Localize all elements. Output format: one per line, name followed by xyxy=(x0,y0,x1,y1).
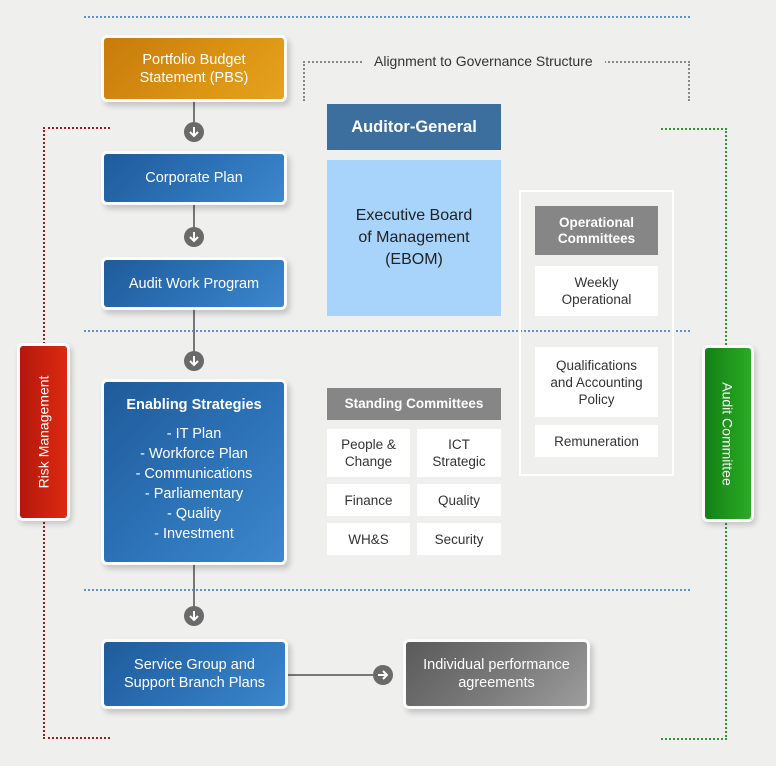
enabling-item: - Parliamentary xyxy=(144,486,244,502)
connector-1 xyxy=(193,100,195,122)
arrow-down-icon xyxy=(184,351,204,371)
audit-committee-tab: Audit Committee xyxy=(705,348,751,519)
audit-work-program-label: Audit Work Program xyxy=(128,275,260,292)
auditor-general-box: Auditor-General xyxy=(327,104,501,150)
committee-label: Security xyxy=(434,531,484,547)
committee-cell: ICT Strategic xyxy=(417,429,501,477)
audit-committee-label: Audit Committee xyxy=(720,381,737,486)
arrow-down-icon xyxy=(184,122,204,142)
operational-committees-panel xyxy=(519,190,674,476)
enabling-item: - Workforce Plan xyxy=(140,446,248,462)
operational-committee-label: Weekly Operational xyxy=(561,275,632,307)
connector-2 xyxy=(193,203,195,229)
operational-committee-item: Qualifications and Accounting Policy xyxy=(535,347,658,417)
individual-performance-box: Individual performance agreements xyxy=(406,642,587,706)
enabling-item: - Quality xyxy=(167,506,221,522)
enabling-strategies-box: Enabling Strategies - IT Plan - Workforc… xyxy=(104,382,284,562)
enabling-item: - IT Plan xyxy=(166,426,222,442)
committee-cell: WH&S xyxy=(327,523,410,555)
committee-cell: Quality xyxy=(417,484,501,516)
standing-committees-title: Standing Committees xyxy=(344,396,484,411)
service-group-label: Service Group and Support Branch Plans xyxy=(123,657,266,691)
committee-label: ICT Strategic xyxy=(432,437,486,469)
individual-performance-label: Individual performance agreements xyxy=(423,657,570,691)
pbs-box: Portfolio Budget Statement (PBS) xyxy=(104,38,284,99)
divider-top xyxy=(84,16,690,18)
arrow-right-icon xyxy=(373,665,393,685)
standing-committees-header: Standing Committees xyxy=(327,388,501,420)
committee-label: Finance xyxy=(344,492,393,508)
auditor-general-label: Auditor-General xyxy=(351,117,477,136)
enabling-item: - Investment xyxy=(154,526,234,542)
operational-committee-item: Remuneration xyxy=(535,425,658,457)
ebom-box: Executive Board of Management (EBOM) xyxy=(327,160,501,316)
operational-committee-label: Remuneration xyxy=(554,433,639,449)
risk-management-label: Risk Management xyxy=(35,375,52,489)
committee-label: WH&S xyxy=(348,531,389,547)
enabling-item: - Communications xyxy=(135,466,253,482)
operational-committee-label: Qualifications and Accounting Policy xyxy=(550,357,643,407)
operational-committees-header: Operational Committees xyxy=(535,206,658,255)
corporate-plan-box: Corporate Plan xyxy=(104,154,284,202)
operational-committee-item: Weekly Operational xyxy=(535,266,658,316)
alignment-label: Alignment to Governance Structure xyxy=(362,53,605,69)
committee-label: People & Change xyxy=(341,437,396,469)
service-group-box: Service Group and Support Branch Plans xyxy=(104,642,285,706)
connector-horizontal xyxy=(287,674,375,676)
divider-bottom xyxy=(84,589,690,591)
risk-management-tab: Risk Management xyxy=(20,346,67,518)
committee-label: Quality xyxy=(437,492,481,508)
arrow-down-icon xyxy=(184,606,204,626)
divider-middle xyxy=(84,330,690,332)
connector-4 xyxy=(193,563,195,607)
pbs-label: Portfolio Budget Statement (PBS) xyxy=(139,51,249,86)
enabling-strategies-title: Enabling Strategies xyxy=(126,397,262,413)
ebom-label: Executive Board of Management (EBOM) xyxy=(355,207,473,268)
committee-cell: People & Change xyxy=(327,429,410,477)
audit-work-program-box: Audit Work Program xyxy=(104,260,284,307)
committee-cell: Security xyxy=(417,523,501,555)
connector-3 xyxy=(193,308,195,352)
arrow-down-icon xyxy=(184,227,204,247)
corporate-plan-label: Corporate Plan xyxy=(145,170,243,186)
operational-committees-title: Operational Committees xyxy=(557,214,636,246)
committee-cell: Finance xyxy=(327,484,410,516)
